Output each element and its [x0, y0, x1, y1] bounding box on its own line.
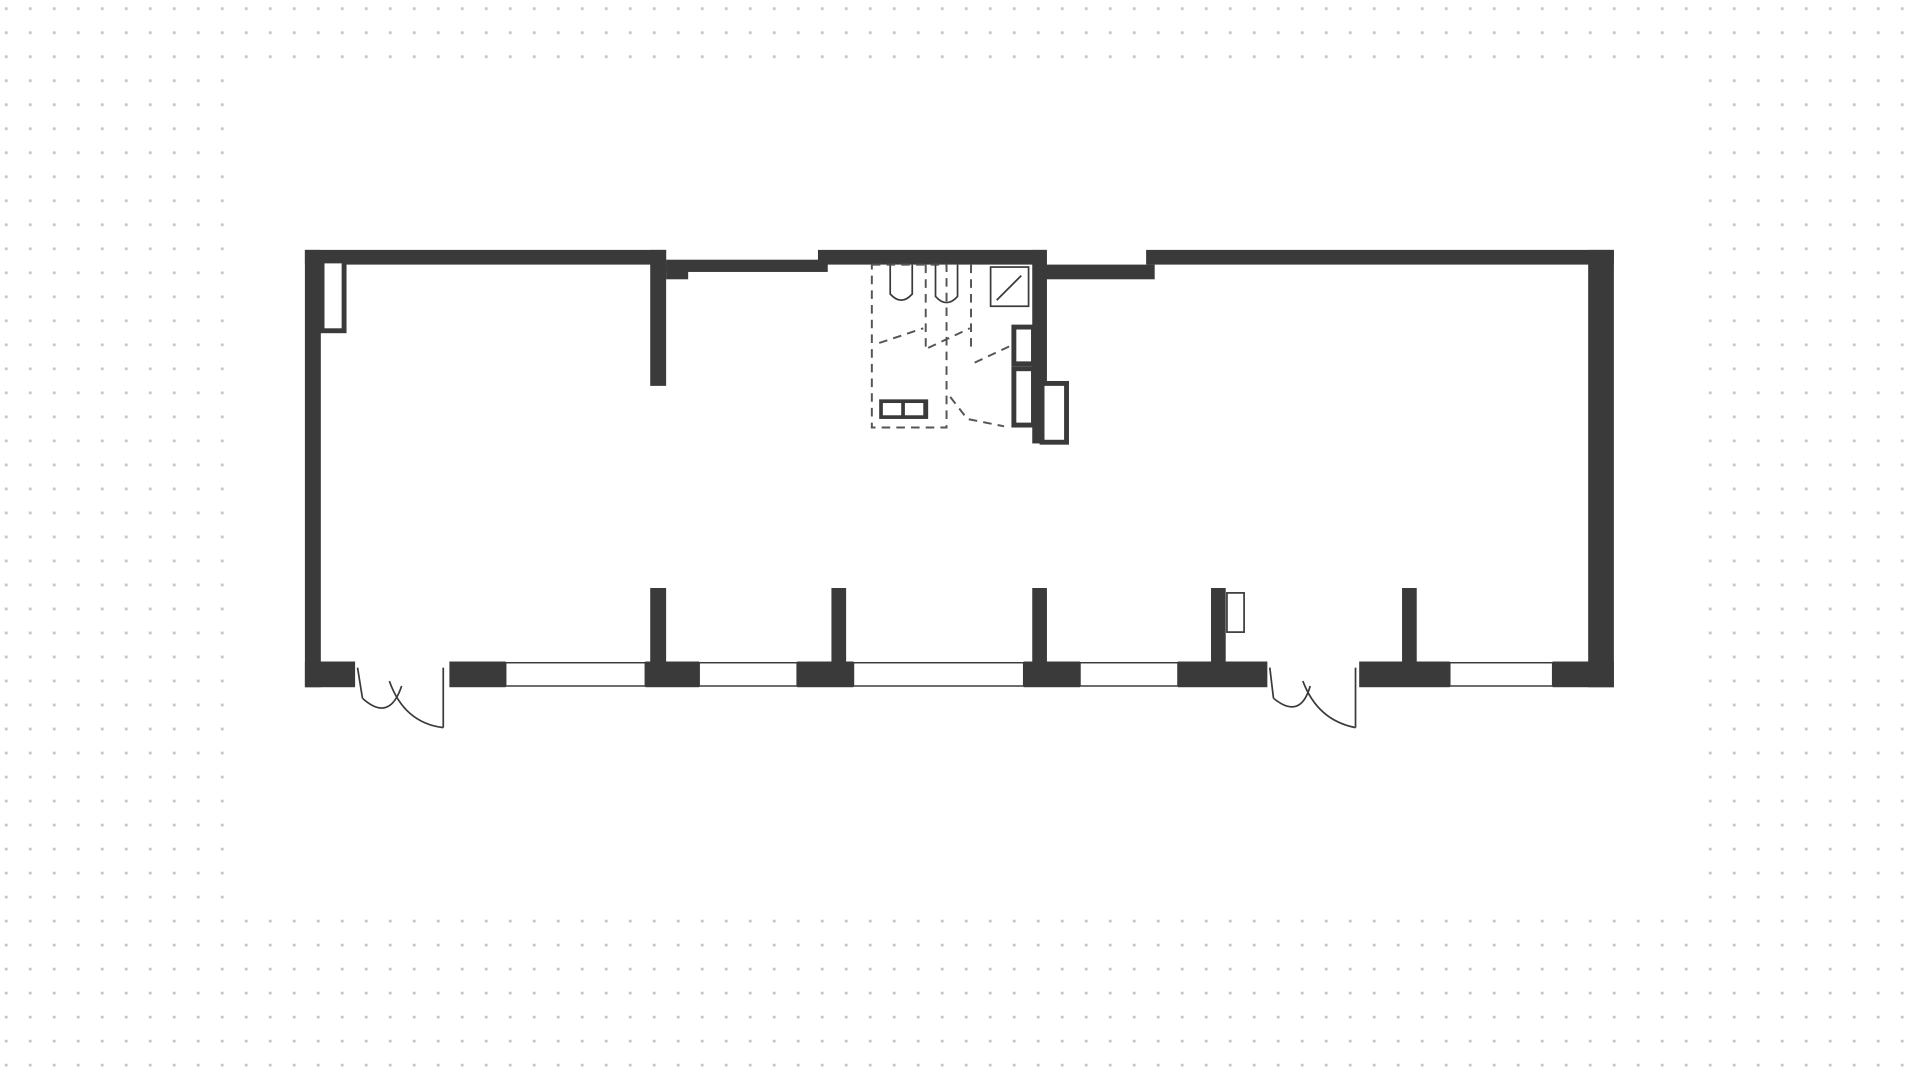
window-5 — [1449, 661, 1554, 687]
wall-bottom-8 — [1552, 661, 1614, 688]
wall-bottom-5 — [1023, 661, 1080, 688]
window-3 — [852, 661, 1025, 687]
pier-1 — [650, 588, 667, 674]
entrance-door-left — [356, 667, 445, 729]
window-2 — [698, 661, 798, 687]
pier-4 — [1211, 588, 1226, 674]
doors — [356, 667, 1357, 729]
walls — [304, 249, 1614, 688]
wall-bottom-2 — [449, 661, 506, 688]
partition-top-left — [650, 249, 667, 386]
pier-2 — [831, 588, 847, 674]
shower-icon — [989, 266, 1030, 308]
wall-bottom-4 — [797, 661, 854, 688]
wall-top-1 — [304, 249, 667, 265]
wall-left — [304, 249, 321, 688]
bathroom-box-1 — [1011, 324, 1036, 367]
wall-bottom-7 — [1359, 661, 1450, 688]
window-4 — [1079, 661, 1179, 687]
wall-right — [1588, 249, 1614, 688]
bathroom-fixtures — [870, 263, 1030, 429]
wall-top-4 — [1044, 264, 1155, 280]
wall-bottom-6 — [1177, 661, 1268, 688]
toilet-icon — [889, 264, 914, 301]
dot-grid-left — [0, 75, 228, 909]
wall-top-5 — [1146, 249, 1614, 265]
dot-grid-top — [0, 0, 1920, 76]
window-1 — [504, 661, 647, 687]
wall-top-step — [666, 264, 689, 280]
dot-grid-bottom — [0, 908, 1920, 1078]
wall-bottom-1 — [304, 661, 356, 688]
wall-top-2 — [666, 259, 828, 272]
toilet-icon — [934, 264, 959, 304]
radiator — [1226, 592, 1245, 633]
wall-top-3 — [817, 249, 1046, 265]
entrance-door-right — [1268, 667, 1357, 729]
bathroom-stall-area — [870, 263, 948, 429]
wall-bottom-3 — [645, 661, 700, 688]
dot-grid-right — [1692, 75, 1920, 909]
windows — [504, 661, 1554, 687]
bathroom-box-2 — [1011, 366, 1036, 428]
pier-3 — [1032, 588, 1047, 674]
pier-5 — [1402, 588, 1417, 674]
bathroom-box-3 — [1039, 380, 1069, 445]
niche-left — [319, 258, 347, 334]
